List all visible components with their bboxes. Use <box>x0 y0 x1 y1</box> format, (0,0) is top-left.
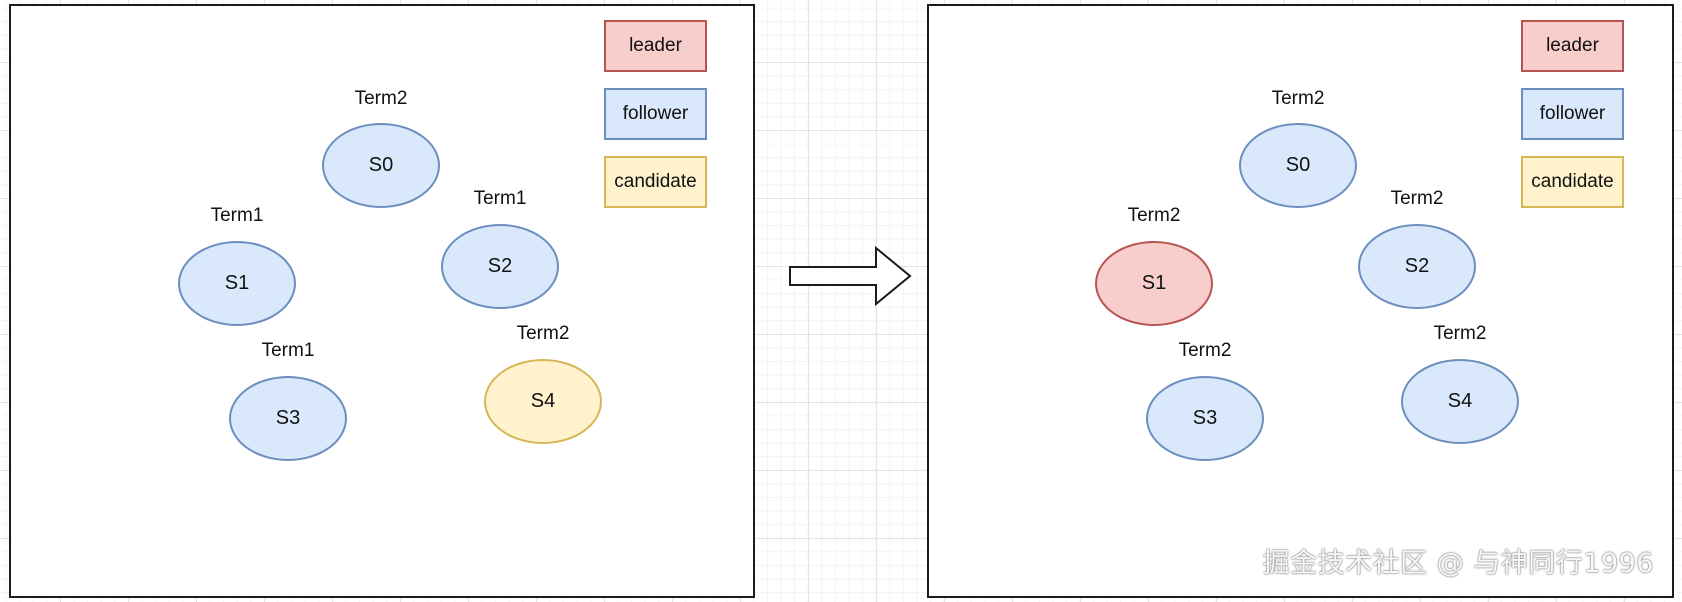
server-node-s0: S0 <box>322 123 440 208</box>
term-label-s3: Term2 <box>1178 340 1232 361</box>
legend-candidate: candidate <box>1521 156 1624 208</box>
server-node-s0: S0 <box>1239 123 1357 208</box>
panel-after: leader follower candidate Term2 S0 Term2… <box>927 4 1674 598</box>
server-node-s3: S3 <box>229 376 347 461</box>
term-label-s4: Term2 <box>516 323 570 344</box>
legend-leader: leader <box>1521 20 1624 72</box>
term-label-s2: Term2 <box>1390 188 1444 209</box>
server-node-s1: S1 <box>1095 241 1213 326</box>
term-label-s0: Term2 <box>1271 88 1325 109</box>
server-node-s2: S2 <box>441 224 559 309</box>
term-label-s1: Term1 <box>210 205 264 226</box>
server-node-s3: S3 <box>1146 376 1264 461</box>
legend-follower: follower <box>1521 88 1624 140</box>
right-arrow-icon <box>789 246 912 306</box>
panel-before: leader follower candidate Term2 S0 Term1… <box>9 4 755 598</box>
term-label-s3: Term1 <box>261 340 315 361</box>
watermark: 掘金技术社区 @ 与神同行1996 <box>1262 548 1654 579</box>
term-label-s0: Term2 <box>354 88 408 109</box>
server-node-s4: S4 <box>484 359 602 444</box>
server-node-s4: S4 <box>1401 359 1519 444</box>
server-node-s2: S2 <box>1358 224 1476 309</box>
term-label-s4: Term2 <box>1433 323 1487 344</box>
term-label-s1: Term2 <box>1127 205 1181 226</box>
legend-leader: leader <box>604 20 707 72</box>
server-node-s1: S1 <box>178 241 296 326</box>
legend-candidate: candidate <box>604 156 707 208</box>
term-label-s2: Term1 <box>473 188 527 209</box>
legend-follower: follower <box>604 88 707 140</box>
